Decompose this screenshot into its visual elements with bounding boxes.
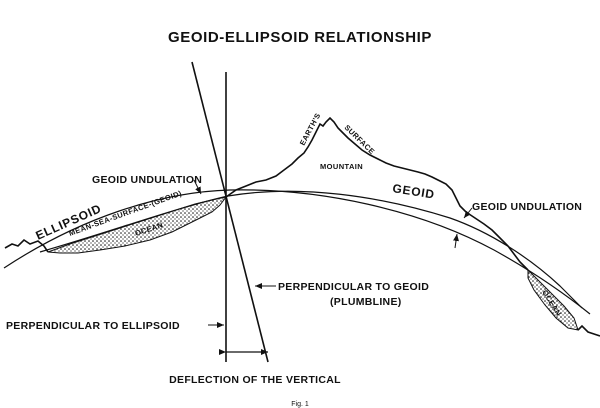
earths-label: EARTH'S [298,111,323,147]
surface-label: SURFACE [343,123,377,156]
geoid-curve [39,190,583,309]
geoid-label: GEOID [392,181,436,202]
deflection-label: DEFLECTION OF THE VERTICAL [169,374,341,386]
diagram-title: GEOID-ELLIPSOID RELATIONSHIP [168,29,432,46]
right-undulation-pointer-top [463,207,473,219]
perpendicular-to-ellipsoid-label: PERPENDICULAR TO ELLIPSOID [6,320,180,332]
left-undulation-pointer [193,179,202,195]
right-ocean-area [527,268,579,331]
perpendicular-to-geoid-label: PERPENDICULAR TO GEOID [278,281,429,293]
geoid-undulation-right-label: GEOID UNDULATION [472,201,582,213]
geoid-undulation-left-label: GEOID UNDULATION [92,174,202,186]
plumbline-label: (PLUMBLINE) [330,296,402,308]
ellipsoid-curve [3,189,591,315]
plumbline-line [191,61,269,363]
figure-caption: Fig. 1 [291,401,309,408]
right-undulation-pointer-bottom [453,233,459,249]
mountain-label: MOUNTAIN [320,162,363,171]
